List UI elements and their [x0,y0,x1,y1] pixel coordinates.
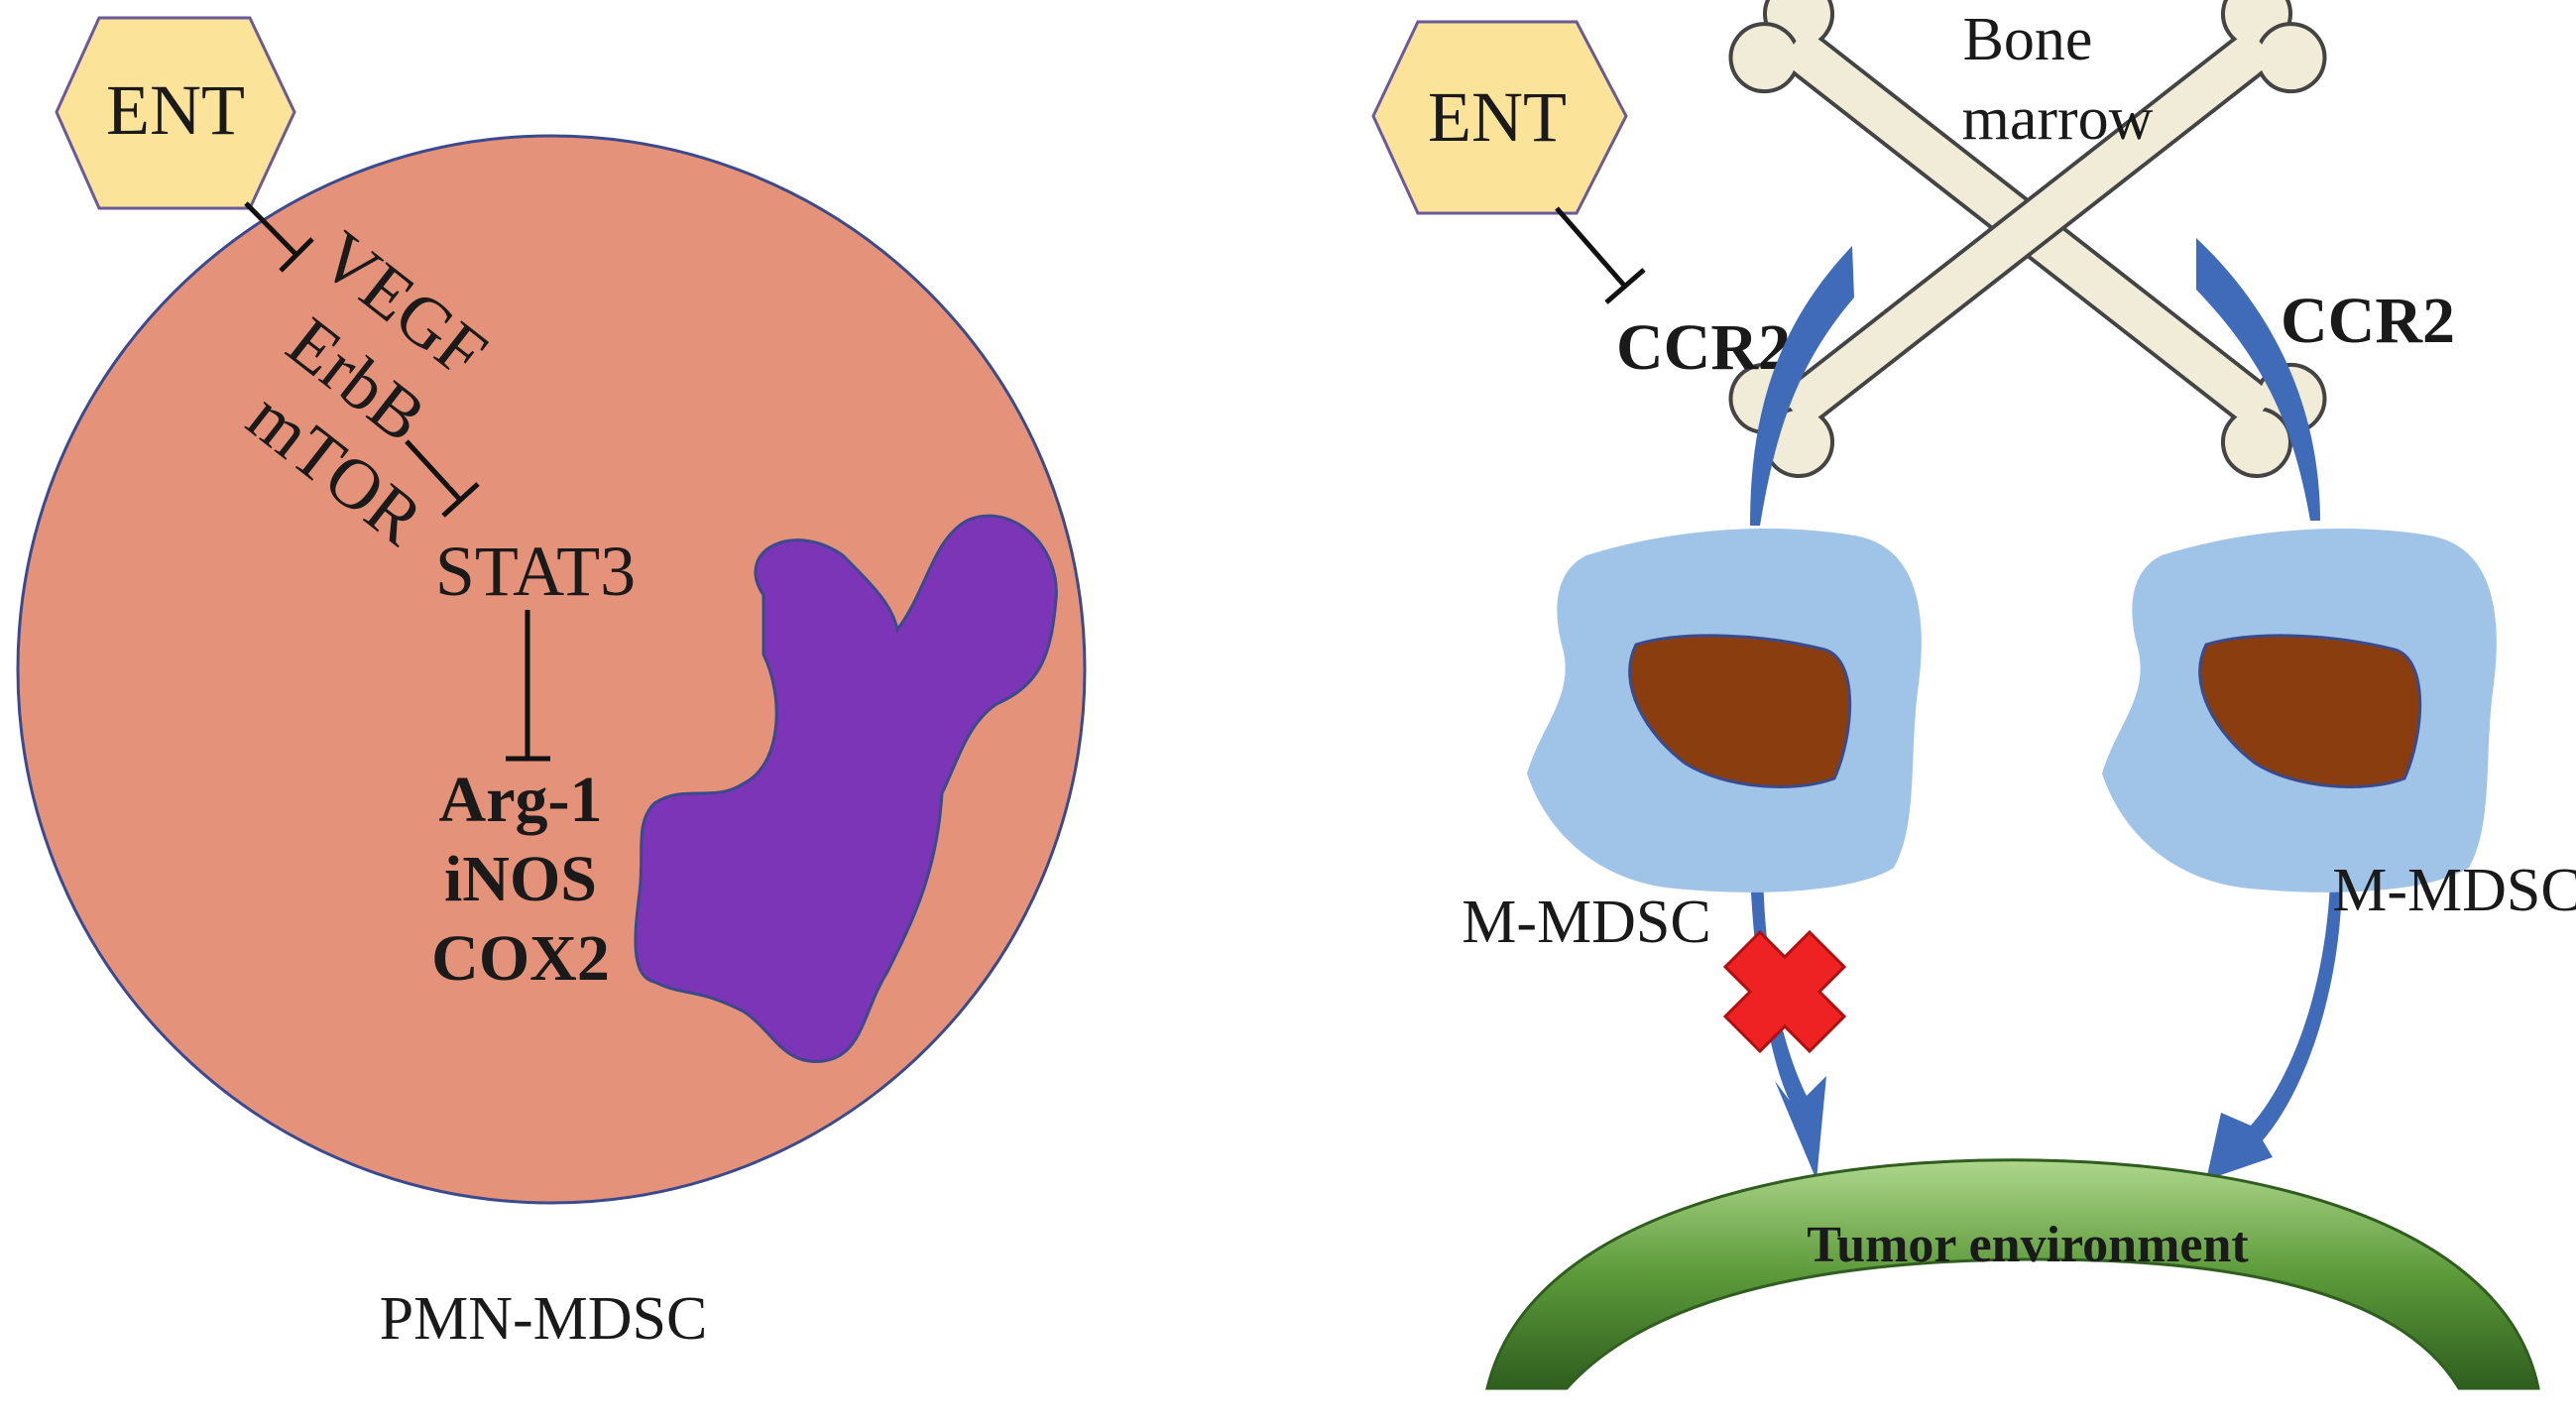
migration-blocked-icon [1722,929,1847,1054]
ent-label-left: ENT [106,70,245,150]
ccr2-label-right: CCR2 [2281,285,2455,357]
bone-marrow-icon [1714,0,2341,492]
right-migration-lower-arrow [2206,883,2342,1180]
stat3-label: STAT3 [435,532,636,611]
erbb-stat3-inhibition-arrow [405,439,480,518]
bone-marrow-label-line2: marrow [1962,85,2154,153]
left-migration-lower-arrow [1750,873,1826,1180]
right-migration-upper-arrow [2196,238,2320,521]
stat3-targets-inhibition-arrow [506,610,550,762]
ent-label-right: ENT [1428,77,1567,157]
ent-vegf-inhibition-arrow [244,201,314,273]
pmn-mdsc-panel: ENT VEGF ErbB mTOR STAT3 Arg-1 iNOS COX2… [16,16,1087,1353]
ent-hexagon-right [1371,20,1628,215]
arg1-label: Arg-1 [439,764,603,836]
m-mdsc-label-left: M-MDSC [1462,889,1711,956]
tumor-environment-arc [1485,1158,2540,1390]
bone-marrow-label-line1: Bone [1963,6,2093,73]
left-migration-upper-arrow [1750,246,1854,526]
pmn-mdsc-label: PMN-MDSC [380,1285,708,1353]
tumor-environment-label: Tumor environment [1807,1217,2249,1273]
cox2-label: COX2 [431,922,610,995]
ccr2-label-left: CCR2 [1616,311,1791,384]
m-mdsc-panel: ENT Bone marrow CCR2 CCR2 M-MDSC M-MDSC [1371,0,2576,1390]
ent-ccr2-inhibition-arrow [1555,206,1646,304]
m-mdsc-nucleus-left [1628,634,1852,788]
m-mdsc-nucleus-right [2198,634,2422,788]
inos-label: iNOS [444,843,597,915]
m-mdsc-label-right: M-MDSC [2332,857,2576,924]
ent-hexagon-left [55,16,296,210]
pmn-nucleus [634,514,1058,1063]
